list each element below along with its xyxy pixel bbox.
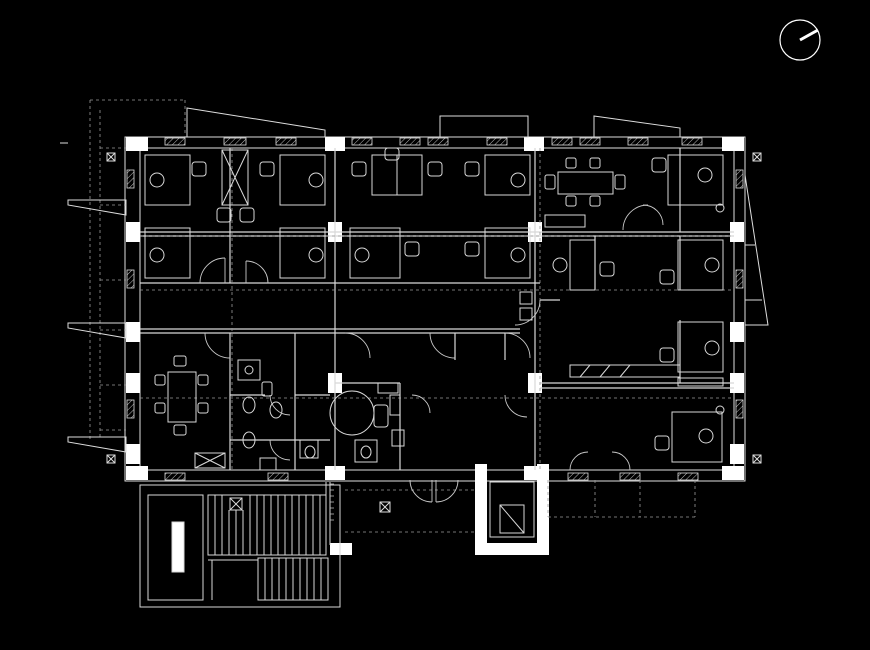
corner-markers — [106, 152, 762, 513]
interior-walls — [140, 148, 734, 470]
exterior-wall — [124, 136, 746, 482]
windows — [126, 137, 744, 481]
north-arrow-icon — [779, 19, 821, 61]
dashed-lines — [89, 99, 734, 533]
door-swings — [199, 204, 664, 503]
right-canopy — [744, 174, 769, 326]
structural-columns — [126, 137, 744, 555]
top-canopies — [186, 107, 681, 138]
staircase — [139, 482, 341, 608]
left-balconies — [60, 142, 127, 453]
dimension-ticks — [330, 483, 334, 521]
office-furniture — [144, 147, 725, 538]
